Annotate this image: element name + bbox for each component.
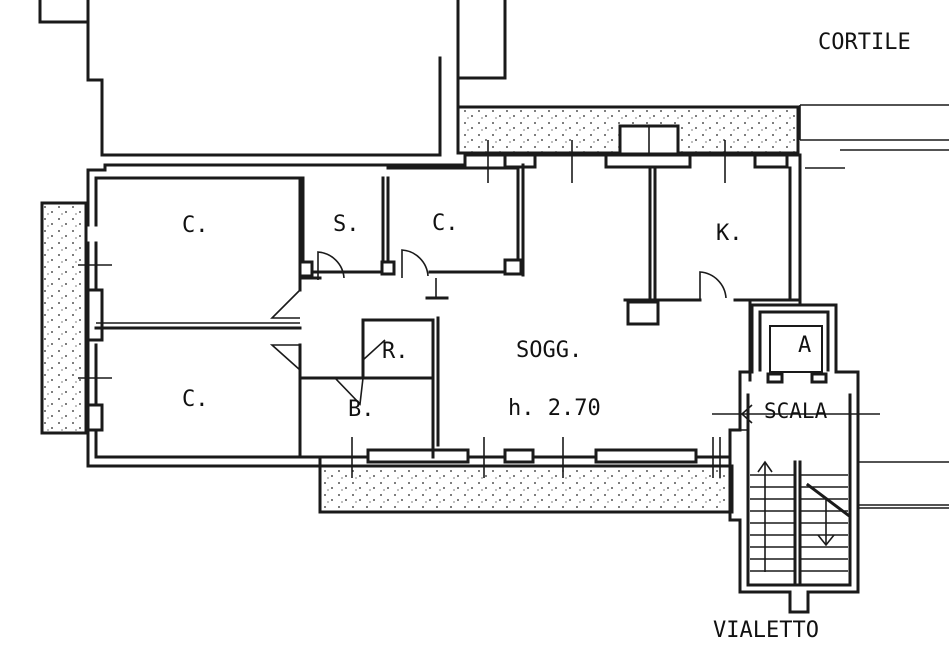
room-labels: CORTILE C. S. C. K. SOGG. R. C. B. h. 2.… — [182, 30, 911, 643]
stair-treads — [750, 474, 848, 572]
label-bagno: B. — [348, 397, 375, 422]
label-soggiorno: SOGG. — [516, 338, 582, 363]
label-ascensore: A — [798, 333, 811, 358]
label-ripostiglio: R. — [382, 339, 409, 364]
label-camera-top-left: C. — [182, 213, 209, 238]
label-cucina: K. — [716, 221, 743, 246]
balcony-left — [40, 201, 88, 435]
label-camera-top-middle: C. — [432, 211, 459, 236]
label-camera-bottom-left: C. — [182, 387, 209, 412]
door-swings — [269, 249, 727, 406]
label-vialetto: VIALETTO — [713, 618, 819, 643]
stair-block — [712, 303, 949, 614]
neighbour-outline — [38, 0, 949, 169]
balcony-bottom — [318, 464, 734, 514]
label-scala: SCALA — [764, 399, 828, 423]
label-studio: S. — [333, 212, 360, 237]
interior-walls — [94, 163, 802, 459]
label-cortile: CORTILE — [818, 30, 911, 55]
outer-walls — [86, 153, 802, 468]
label-altezza: h. 2.70 — [508, 396, 601, 421]
